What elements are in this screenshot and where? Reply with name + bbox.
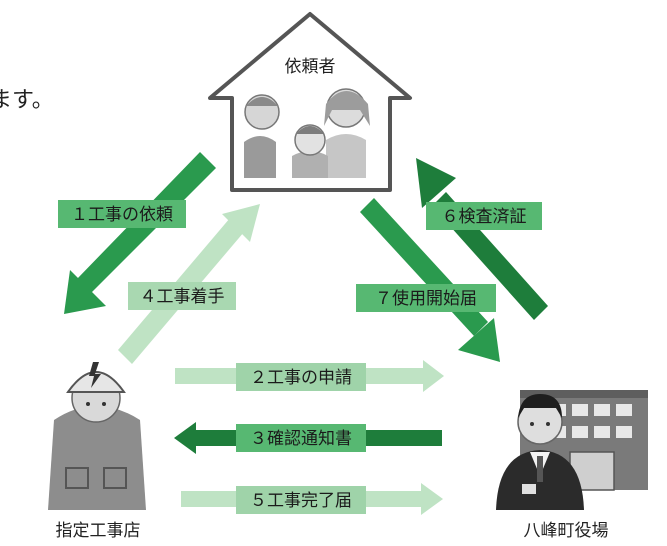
contractor-label: 指定工事店 <box>56 521 141 541</box>
step-7-label: ７使用開始届 <box>356 284 496 312</box>
family-illustration <box>244 88 370 178</box>
svg-text:４工事着手: ４工事着手 <box>140 287 225 307</box>
requester-label: 依頼者 <box>285 57 336 77</box>
svg-text:３確認通知書: ３確認通知書 <box>250 429 352 449</box>
town-office-label: 八峰町役場 <box>524 521 609 541</box>
contractor-illustration <box>48 362 146 510</box>
step-2-label: ２工事の申請 <box>236 363 366 391</box>
svg-text:６検査済証: ６検査済証 <box>442 207 527 227</box>
svg-text:２工事の申請: ２工事の申請 <box>250 368 352 388</box>
svg-text:１工事の依頼: １工事の依頼 <box>71 205 173 225</box>
intro-text-fragment: ます。 <box>0 88 54 113</box>
svg-text:５工事完了届: ５工事完了届 <box>250 491 352 511</box>
step-5-label: ５工事完了届 <box>236 486 366 514</box>
step-4-label: ４工事着手 <box>128 282 236 310</box>
requester-house: 依頼者 <box>208 12 412 192</box>
town-office-illustration <box>496 390 648 510</box>
step-1-label: １工事の依頼 <box>58 200 186 228</box>
step-3-label: ３確認通知書 <box>236 424 366 452</box>
svg-text:７使用開始届: ７使用開始届 <box>375 288 477 309</box>
step-6-label: ６検査済証 <box>426 202 542 230</box>
